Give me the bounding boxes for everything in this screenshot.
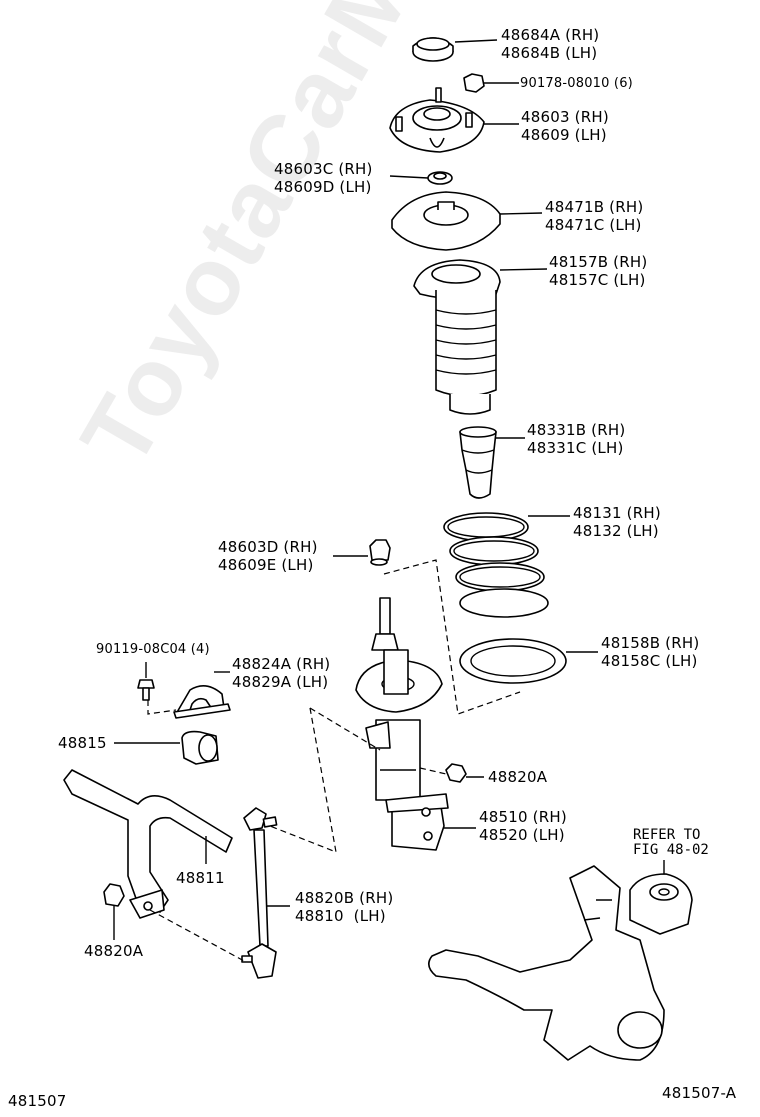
washer-48603c-part[interactable] <box>427 171 453 185</box>
stabilizer-bracket-part[interactable] <box>173 685 231 719</box>
label-48820a-right[interactable]: 48820A <box>488 768 548 786</box>
stabilizer-bushing-part[interactable] <box>181 730 219 765</box>
bolt-90119-part[interactable] <box>137 679 155 701</box>
shock-absorber-part[interactable] <box>355 597 449 851</box>
label-48603d[interactable]: 48603D (RH) 48609E (LH) <box>218 538 318 574</box>
label-48603[interactable]: 48603 (RH) 48609 (LH) <box>521 108 609 144</box>
label-48824[interactable]: 48824A (RH) 48829A (LH) <box>232 655 331 691</box>
label-48811[interactable]: 48811 <box>176 869 225 887</box>
cap-part[interactable] <box>412 37 454 62</box>
label-48131[interactable]: 48131 (RH) 48132 (LH) <box>573 504 661 540</box>
label-48471[interactable]: 48471B (RH) 48471C (LH) <box>545 198 644 234</box>
label-48157[interactable]: 48157B (RH) 48157C (LH) <box>549 253 648 289</box>
label-90178[interactable]: 90178-08010 (6) <box>520 76 633 91</box>
label-48158[interactable]: 48158B (RH) 48158C (LH) <box>601 634 700 670</box>
spring-lower-insulator-part[interactable] <box>459 638 567 684</box>
spring-upper-seat-part[interactable] <box>391 191 501 251</box>
coil-spring-part[interactable] <box>443 512 549 618</box>
nut-48820a-right-part[interactable] <box>445 763 467 783</box>
stabilizer-link-part[interactable] <box>241 807 278 979</box>
steering-knuckle-part[interactable] <box>428 865 693 1061</box>
refer-to-fig-note[interactable]: REFER TO FIG 48-02 <box>633 827 709 858</box>
assembly-dashed-lines <box>147 559 521 963</box>
label-48820b[interactable]: 48820B (RH) 48810 (LH) <box>295 889 394 925</box>
leader-lines <box>113 39 665 940</box>
figure-code-left: 481507 <box>8 1092 67 1110</box>
stabilizer-bar-part[interactable] <box>63 769 233 919</box>
label-48684[interactable]: 48684A (RH) 48684B (LH) <box>501 26 600 62</box>
label-48815[interactable]: 48815 <box>58 734 107 752</box>
upper-support-part[interactable] <box>389 87 485 153</box>
bump-stopper-part[interactable] <box>459 426 497 499</box>
bellows-insulator-part[interactable] <box>413 259 501 415</box>
nut-48603d-part[interactable] <box>369 539 391 566</box>
label-48820a-left[interactable]: 48820A <box>84 942 144 960</box>
nut-90178-part[interactable] <box>463 73 485 93</box>
figure-code-right: 481507-A <box>662 1084 737 1102</box>
label-48510[interactable]: 48510 (RH) 48520 (LH) <box>479 808 567 844</box>
label-48331[interactable]: 48331B (RH) 48331C (LH) <box>527 421 626 457</box>
label-48603c[interactable]: 48603C (RH) 48609D (LH) <box>274 160 373 196</box>
nut-48820a-left-part[interactable] <box>103 883 125 907</box>
label-90119[interactable]: 90119-08C04 (4) <box>96 642 210 657</box>
